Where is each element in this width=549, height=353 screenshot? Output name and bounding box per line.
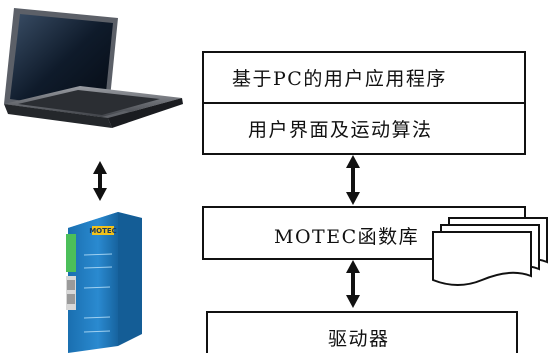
double-arrow-icon xyxy=(93,161,107,201)
double-arrow-icon xyxy=(346,155,360,205)
drive-logo-plate xyxy=(92,226,114,235)
drive-logo-text: MOTEC xyxy=(89,227,117,235)
app-box-title: 基于PC的用户应用程序 xyxy=(232,68,447,90)
app-box-subtitle: 用户界面及运动算法 xyxy=(248,119,433,141)
documents-icon xyxy=(432,217,548,286)
laptop-icon xyxy=(4,8,183,128)
library-box-label: MOTEC函数库 xyxy=(274,226,420,248)
servo-drive-icon: MOTEC xyxy=(66,212,142,353)
double-arrow-icon xyxy=(346,260,360,308)
driver-box xyxy=(206,311,518,353)
terminal-block-icon xyxy=(66,234,76,272)
driver-box-label: 驱动器 xyxy=(328,328,390,350)
